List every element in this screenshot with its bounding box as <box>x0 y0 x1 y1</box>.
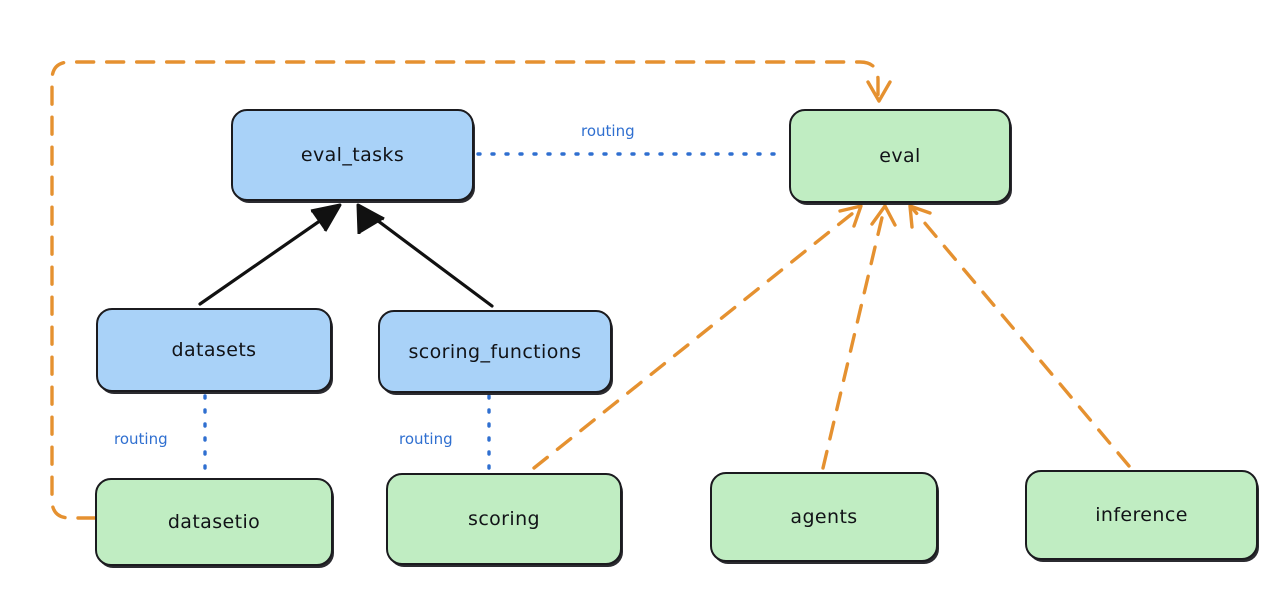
node-label-eval-tasks: eval_tasks <box>300 144 405 166</box>
node-eval[interactable]: eval <box>789 109 1011 203</box>
node-label-datasetio: datasetio <box>167 511 261 533</box>
node-label-datasets: datasets <box>171 339 257 361</box>
node-label-scoring: scoring <box>468 508 540 530</box>
edge-datasetio-eval <box>50 60 892 520</box>
node-scoring[interactable]: scoring <box>386 473 622 565</box>
node-datasets[interactable]: datasets <box>96 308 332 392</box>
node-label-inference: inference <box>1095 504 1188 526</box>
node-label-agents: agents <box>790 506 858 528</box>
edge-inference-eval <box>908 204 1131 468</box>
node-label-scoring-functions: scoring_functions <box>408 340 582 363</box>
node-inference[interactable]: inference <box>1025 470 1258 560</box>
edge-label-routing-datasetio: routing <box>114 430 168 448</box>
node-scoring-functions[interactable]: scoring_functions <box>378 310 612 393</box>
node-label-eval: eval <box>879 145 921 167</box>
node-eval-tasks[interactable]: eval_tasks <box>231 109 474 201</box>
edge-label-routing-eval: routing <box>581 122 635 140</box>
edge-agents-eval <box>821 204 897 470</box>
edge-datasets-eval_tasks <box>198 203 342 306</box>
edge-scoring-eval <box>532 204 863 470</box>
edge-label-routing-scoring: routing <box>399 430 453 448</box>
node-datasetio[interactable]: datasetio <box>95 478 333 566</box>
node-agents[interactable]: agents <box>710 472 938 562</box>
edge-scoring_functions-eval_tasks <box>356 203 494 308</box>
